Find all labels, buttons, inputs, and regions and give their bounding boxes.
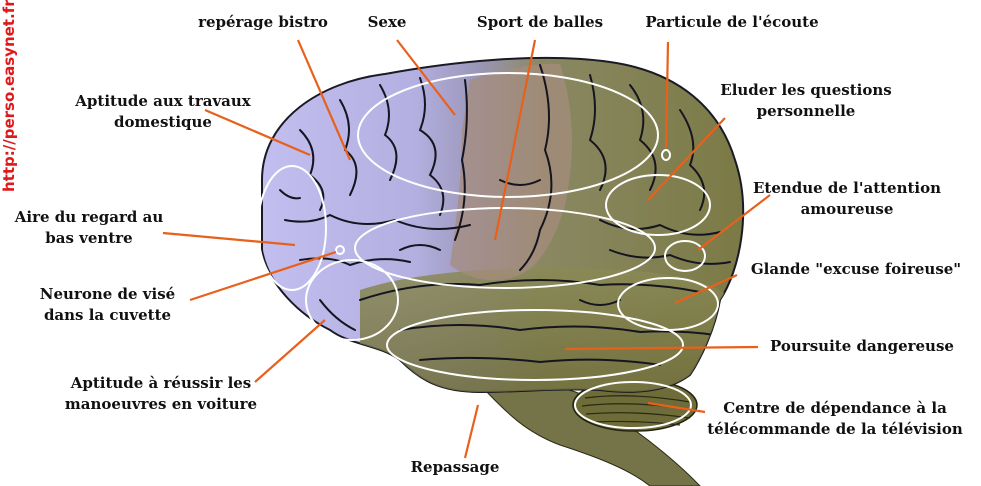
outline-repassage-dot	[473, 395, 483, 405]
watermark-url: http://perso.easynet.fr/	[0, 2, 18, 192]
label-etendue-attention: Etendue de l'attention amoureuse	[732, 178, 962, 220]
label-glande: Glande "excuse foireuse"	[740, 259, 972, 280]
label-eluder-line2: personnelle	[706, 101, 906, 122]
label-aire-regard-line2: bas ventre	[0, 228, 178, 249]
label-neurone-line1: Neurone de visé	[20, 284, 195, 305]
label-manoeuvres-line2: manoeuvres en voiture	[55, 394, 267, 415]
label-poursuite: Poursuite dangereuse	[762, 336, 962, 357]
label-repassage: Repassage	[395, 457, 515, 478]
label-etendue-line1: Etendue de l'attention	[732, 178, 962, 199]
label-aptitude-travaux-line1: Aptitude aux travaux	[58, 91, 268, 112]
label-aptitude-travaux-line2: domestique	[58, 112, 268, 133]
label-aire-regard: Aire du regard au bas ventre	[0, 207, 178, 249]
label-reperage-bistro: repérage bistro	[193, 12, 333, 33]
label-neurone-vise: Neurone de visé dans la cuvette	[20, 284, 195, 326]
label-centre-dependance: Centre de dépendance à la télécommande d…	[700, 398, 970, 440]
label-centre-line2: télécommande de la télévision	[700, 419, 970, 440]
label-eluder-questions: Eluder les questions personnelle	[706, 80, 906, 122]
label-neurone-line2: dans la cuvette	[20, 305, 195, 326]
label-centre-line1: Centre de dépendance à la	[700, 398, 970, 419]
label-aptitude-manoeuvres: Aptitude à réussir les manoeuvres en voi…	[55, 373, 267, 415]
label-aire-regard-line1: Aire du regard au	[0, 207, 178, 228]
label-sport-de-balles: Sport de balles	[470, 12, 610, 33]
label-manoeuvres-line1: Aptitude à réussir les	[55, 373, 267, 394]
label-aptitude-travaux: Aptitude aux travaux domestique	[58, 91, 268, 133]
label-particule-ecoute: Particule de l'écoute	[632, 12, 832, 33]
label-etendue-line2: amoureuse	[732, 199, 962, 220]
label-eluder-line1: Eluder les questions	[706, 80, 906, 101]
label-sexe: Sexe	[362, 12, 412, 33]
